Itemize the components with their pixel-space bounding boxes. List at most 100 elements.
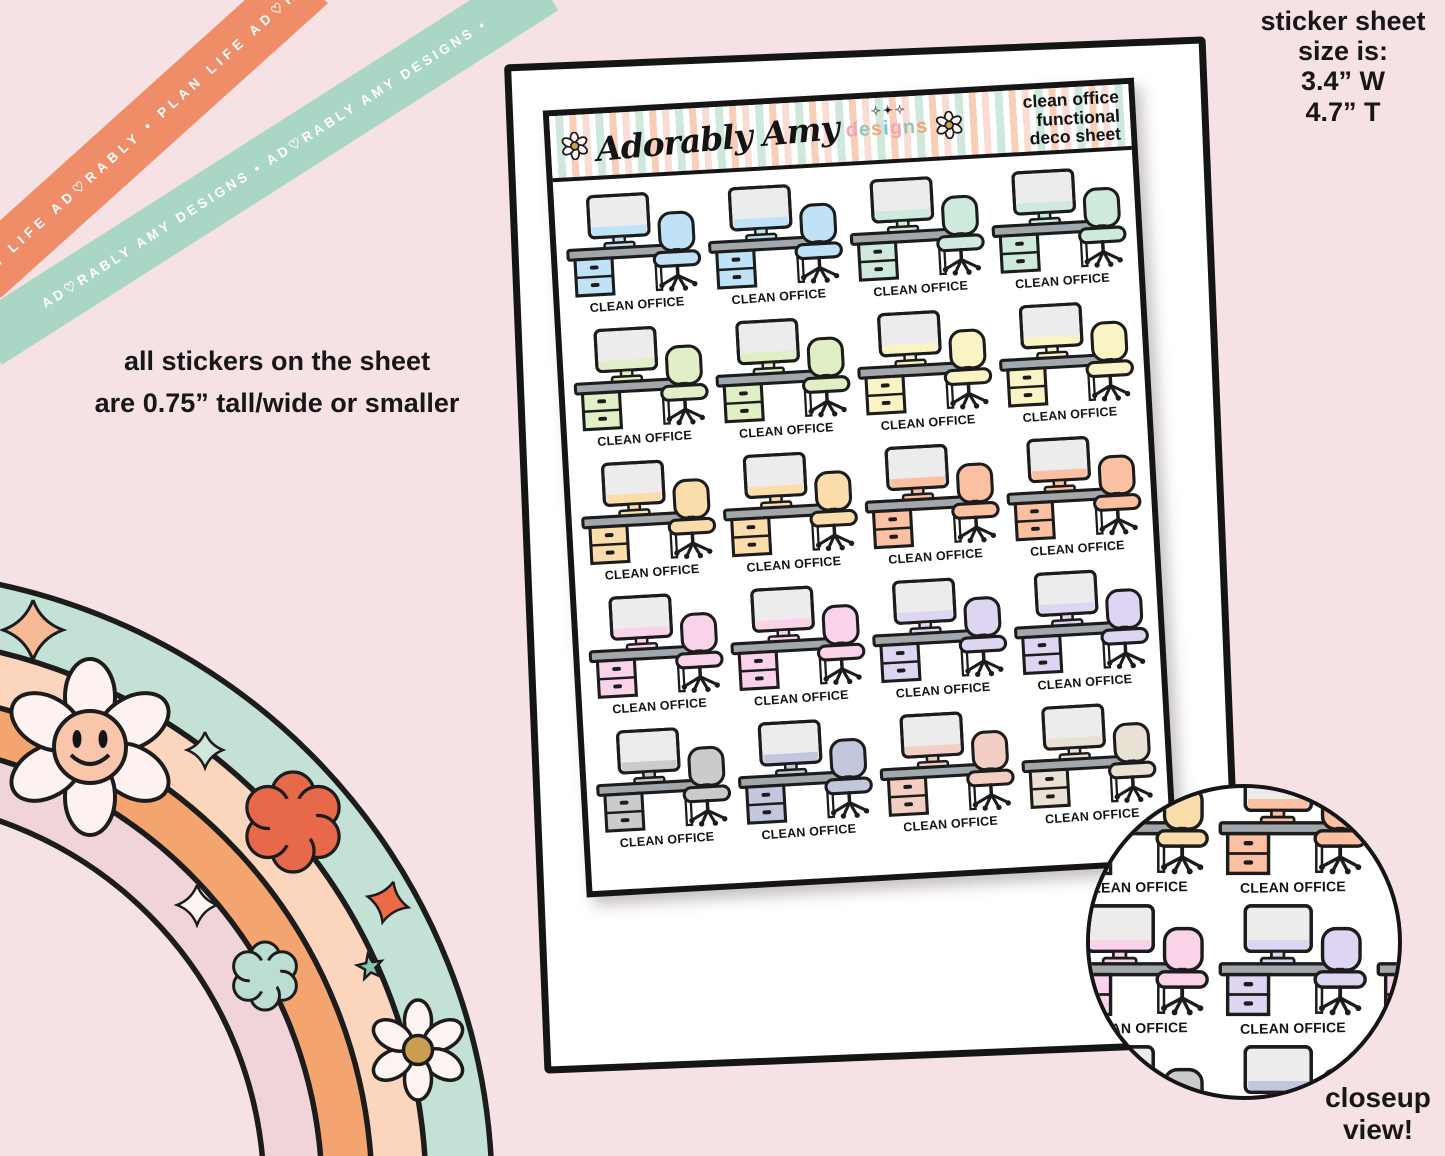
brand-logo: Adorably Amy ✧✦✧designs [560,101,1025,169]
desk-chair-icon [1090,788,1209,876]
sticker-label: CLEAN OFFICE [1239,1019,1347,1037]
desk-chair-icon [1090,904,1209,1017]
sheet-title-line: deco sheet [1029,123,1122,149]
size-note-line: 4.7” T [1305,96,1381,127]
sticker-clean-office: CLEAN OFFICE [567,322,715,450]
sticker-clean-office: CLEAN OFFICE [1372,788,1402,896]
sticker-clean-office: CLEAN OFFICE [1090,1044,1214,1096]
sticker-clean-office: CLEAN OFFICE [1015,699,1163,827]
desk-chair-icon [991,168,1127,274]
desk-chair-icon [588,593,724,699]
sticker-clean-office: CLEAN OFFICE [1214,903,1372,1037]
daisy-icon [561,131,589,161]
desk-chair-icon [581,459,717,566]
sticker-clean-office: CLEAN OFFICE [1086,788,1214,896]
size-note-line: 3.4” W [1300,66,1386,97]
brand-designs: ✧✦✧designs [845,102,929,143]
sticker-clean-office: CLEAN OFFICE [582,589,730,717]
daisy-icon [935,110,963,140]
desk-chair-icon [1090,1045,1204,1096]
desk-chair-icon [879,711,1015,817]
sticker-clean-office: CLEAN OFFICE [716,448,864,576]
sticker-clean-office: CLEAN OFFICE [709,314,857,442]
desk-chair-icon [1014,569,1149,676]
sticker-label: CLEAN OFFICE [1397,878,1402,896]
sticker-clean-office: CLEAN OFFICE [1007,566,1155,694]
sticker-size-note-line: all stickers on the sheet [123,346,431,376]
sticker-label: CLEAN OFFICE [1397,1019,1402,1037]
size-note-line: size is: [1297,36,1389,67]
mint-flower-icon [232,940,298,1012]
closeup-circle: CLEAN OFFICE CLEAN OFFICE [1086,784,1402,1100]
sticker-clean-office: CLEAN OFFICE [1214,1044,1372,1096]
desk-chair-icon [857,310,993,416]
sticker-label: CLEAN OFFICE [1239,878,1347,896]
sticker-label: CLEAN OFFICE [1086,1019,1189,1037]
sparkle-icon [0,599,68,665]
sticker-clean-office: CLEAN OFFICE [1086,903,1214,1037]
closeup-note-line: closeup [1325,1082,1431,1113]
sticker-clean-office: CLEAN OFFICE [866,573,1014,701]
sticker-sheet: Adorably Amy ✧✦✧designs clean office [542,77,1178,898]
sticker-clean-office: CLEAN OFFICE [873,707,1021,835]
polaroid-frame: Adorably Amy ✧✦✧designs clean office [504,36,1246,1074]
sticker-label: CLEAN OFFICE [1086,878,1189,896]
desk-chair-icon [1021,703,1157,809]
star-icon [353,950,385,982]
desk-chair-icon [1218,904,1367,1017]
coral-flower-icon [245,770,341,874]
desk-chair-icon [1376,962,1398,1017]
desk-chair-icon [1376,821,1398,876]
desk-chair-icon [573,326,709,432]
desk-chair-icon [715,318,851,424]
sticker-clean-office: CLEAN OFFICE [1000,432,1148,560]
brand-designs-letter: g [889,116,904,139]
sticker-clean-office: CLEAN OFFICE [589,723,737,851]
sticker-size-note-line: are 0.75” tall/wide or smaller [94,387,460,418]
desk-chair-icon [999,302,1134,408]
brand-name: Adorably Amy [594,107,841,169]
closeup-note-line: view! [1342,1114,1414,1146]
desk-chair-icon [723,451,858,558]
sticker-clean-office: CLEAN OFFICE [701,180,849,308]
daisy-icon [371,998,465,1102]
sticker-clean-office: CLEAN OFFICE [858,440,1006,568]
sticker-clean-office: CLEAN OFFICE [574,456,722,584]
sparkles-icon: ✧✦✧ [870,101,908,118]
desk-chair-icon [1006,436,1142,542]
desk-chair-icon [849,176,985,282]
brand-designs-letter: n [902,115,917,139]
desk-chair-icon [872,577,1008,684]
sticker-size-note: all stickers on the sheet are 0.75” tall… [88,341,466,425]
smiley-daisy-icon [9,657,171,837]
desk-chair-icon [730,585,866,692]
sticker-clean-office: CLEAN OFFICE [851,306,999,434]
desk-chair-icon [708,184,843,290]
sticker-clean-office: CLEAN OFFICE [985,164,1133,292]
desk-chair-icon [864,444,1000,550]
rainbow-graphic [0,582,494,1156]
sticker-clean-office: CLEAN OFFICE [1372,903,1402,1037]
brand-designs-letter: d [845,118,860,142]
sticker-grid: CLEAN OFFICE CLEAN OFFICE [553,150,1170,855]
sparkle-icon [364,880,412,926]
sticker-clean-office: CLEAN OFFICE [843,172,991,300]
sticker-clean-office: CLEAN OFFICE [731,715,879,843]
sticker-clean-office: CLEAN OFFICE [992,298,1140,426]
sparkle-icon [173,884,221,929]
brand-designs-letter: s [915,114,929,138]
desk-chair-icon [566,192,702,298]
sheet-header: Adorably Amy ✧✦✧designs clean office [549,83,1132,183]
sticker-clean-office: CLEAN OFFICE [560,188,708,316]
desk-chair-icon [737,719,873,825]
sheet-title: clean office functional deco sheet [1022,87,1122,149]
closeup-note: closeup view! [1308,1082,1445,1146]
size-note: sticker sheet size is: 3.4” W 4.7” T [1247,6,1439,127]
closeup-grid: CLEAN OFFICE CLEAN OFFICE [1086,788,1402,1096]
sparkle-icon [183,731,227,772]
desk-chair-icon [596,727,732,833]
sticker-clean-office: CLEAN OFFICE [1214,788,1372,896]
desk-chair-icon [1243,1045,1362,1096]
sticker-clean-office: CLEAN OFFICE [724,581,872,709]
